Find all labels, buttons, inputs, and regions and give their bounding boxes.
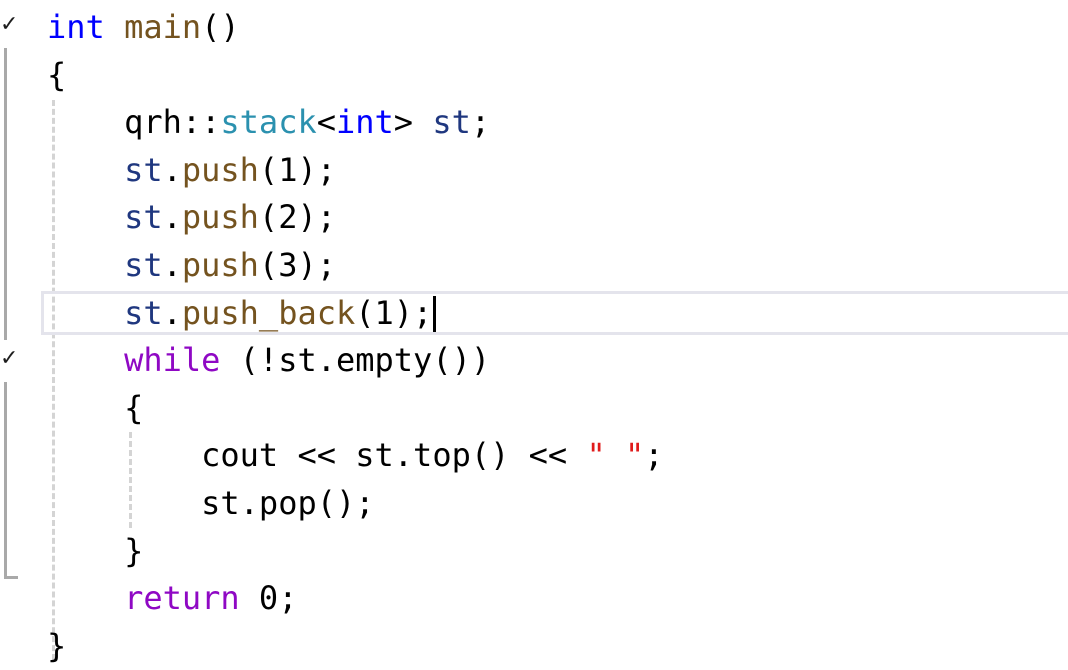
check-icon[interactable]: ✓ [0,346,19,371]
code-token: cout << st.top() << [47,436,587,475]
code-token [47,246,124,284]
code-line[interactable]: qrh::stack<int> st; [47,99,664,147]
code-token: (!st.empty()) [220,341,491,380]
code-token: push [181,150,259,189]
code-token: } [47,626,67,665]
code-editor[interactable]: int main(){ qrh::stack<int> st; st.push(… [47,4,664,670]
code-line[interactable]: st.push(2); [47,194,664,242]
outline-bar-while[interactable] [4,382,7,578]
code-token: . [162,150,182,189]
code-token: ; [644,436,664,475]
indent-guide [129,432,132,528]
code-line[interactable]: { [47,52,664,100]
code-token: { [47,388,144,427]
code-token: . [162,198,182,237]
code-token: > [393,103,433,142]
outline-bar-main[interactable] [4,48,7,340]
code-token: int [335,103,394,142]
code-token: st.pop(); [47,483,375,522]
code-line[interactable]: } [47,528,664,576]
code-line[interactable]: return 0; [47,575,664,623]
code-token: . [162,293,182,332]
code-token: st [124,293,163,332]
indent-guide [52,100,55,660]
code-token: < [316,103,336,142]
code-line[interactable]: while (!st.empty()) [47,337,664,385]
code-line[interactable]: st.push(3); [47,242,664,290]
code-token: () [201,8,240,46]
code-token [47,198,124,236]
code-token: (1); [355,293,433,332]
code-token: } [47,531,144,570]
code-token: (1); [258,150,336,189]
code-token: return [124,579,240,618]
code-token: while [124,341,221,380]
code-line[interactable]: st.pop(); [47,480,664,528]
code-token: qrh:: [47,103,221,142]
code-line[interactable]: { [47,385,664,433]
code-token: 0; [239,579,298,618]
code-token: (3); [258,245,336,284]
code-token [105,8,124,46]
code-token: main [124,8,202,46]
code-token: st [124,198,163,237]
code-token: st [124,150,163,189]
code-token: { [47,55,67,94]
code-token: (2); [258,198,336,237]
outline-end-tick [4,576,18,579]
code-line[interactable]: cout << st.top() << " "; [47,432,664,480]
code-token: push [181,198,259,237]
code-token: stack [220,103,317,142]
current-line-highlight [41,291,1068,335]
code-line[interactable]: int main() [47,4,664,52]
code-token: . [162,245,182,284]
code-token: st [124,245,163,284]
text-caret [433,296,436,332]
code-token [47,151,124,189]
code-line[interactable]: } [47,623,664,670]
code-line[interactable]: st.push_back(1); [47,290,664,338]
code-token: push_back [181,293,356,332]
code-token: int [47,8,105,46]
code-token [47,294,124,332]
code-line[interactable]: st.push(1); [47,147,664,195]
code-token: " " [586,436,645,475]
check-icon[interactable]: ✓ [0,12,19,37]
code-token: st [432,103,471,142]
code-token [47,341,124,379]
code-token: push [181,245,259,284]
code-token: ; [470,103,491,142]
code-token [47,579,124,617]
